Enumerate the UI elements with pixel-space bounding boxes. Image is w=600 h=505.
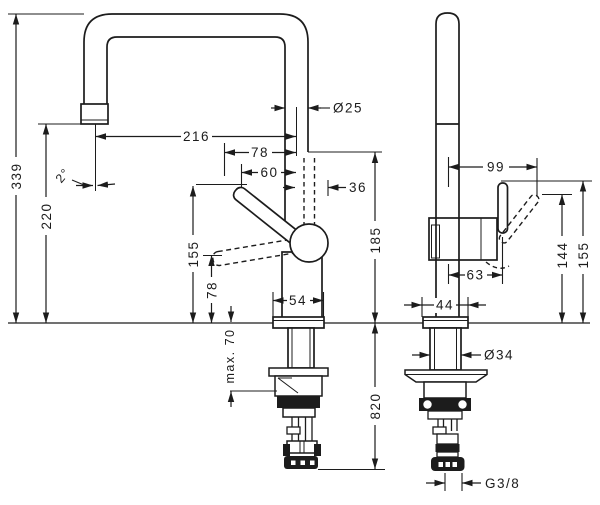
dim-body-offset: 36 xyxy=(283,180,367,196)
supply-hoses-side xyxy=(437,419,458,431)
connector-slot xyxy=(291,460,296,465)
nut-bolt-right xyxy=(458,400,467,409)
mounting-bracket-front xyxy=(282,407,316,418)
dim-label-handle-width: 60 xyxy=(260,165,278,180)
dim-hose-length: 820 xyxy=(318,323,385,471)
body-block-side xyxy=(428,217,498,261)
connector-slot xyxy=(438,462,443,467)
nut-bolt-left xyxy=(423,400,432,409)
front-view xyxy=(80,13,329,469)
faucet-body-front xyxy=(281,251,323,319)
dim-handle-reach-front: 78 xyxy=(223,143,296,176)
dim-handle-low-height: 78 xyxy=(203,254,222,323)
side-view xyxy=(404,12,540,471)
dim-max-mounting-thickness: max. 70 xyxy=(223,306,277,407)
dim-label-handle-reach-front: 78 xyxy=(251,145,269,160)
connector-tab-left xyxy=(283,444,290,456)
hose-clip-front xyxy=(286,426,301,435)
dim-label-body-offset: 36 xyxy=(349,180,367,195)
body-block-inner-detail xyxy=(431,224,440,259)
sprayhead-hidden-lines xyxy=(303,158,316,225)
dim-label-base-diameter: 54 xyxy=(289,293,307,308)
dim-label-handle-reach-side: 99 xyxy=(487,160,505,175)
connector-slot xyxy=(300,460,305,465)
escutcheon-front xyxy=(272,316,325,329)
mounting-nut-side xyxy=(419,398,471,411)
dim-label-handle-offset-side: 63 xyxy=(466,268,484,283)
hose-stack-side xyxy=(436,433,459,445)
dim-spout-diameter: Ø25 xyxy=(271,101,363,116)
dim-handle-tip-height: 144 xyxy=(542,193,572,323)
mounting-nut-front xyxy=(277,396,320,408)
spout-outlet xyxy=(80,103,109,125)
dim-base-diameter: 54 xyxy=(272,292,325,317)
dim-label-connection-thread: G3/8 xyxy=(485,476,520,491)
stabilizer-plate-side xyxy=(404,369,488,383)
hose-collar-side xyxy=(436,451,459,458)
dim-handle-offset-side: 63 xyxy=(447,237,504,284)
dim-label-shank-diameter: Ø34 xyxy=(484,348,514,363)
washer-front xyxy=(268,367,329,377)
shank-front-walls xyxy=(291,328,311,368)
handle-joint xyxy=(289,223,329,263)
dimensions-side: 99 63 44 Ø34 xyxy=(404,157,592,491)
dim-label-handle-top-height-side: 155 xyxy=(576,241,591,268)
dim-label-swivel-angle: 2° xyxy=(53,165,73,185)
dim-label-max-mounting-thickness: max. 70 xyxy=(223,329,237,384)
dim-swivel-angle: 2° xyxy=(53,165,116,189)
hose-band-side xyxy=(435,444,460,452)
connector-slot xyxy=(445,462,450,467)
connector-slot xyxy=(452,462,457,467)
dim-label-body-top-height: 185 xyxy=(368,226,383,253)
hose-connector-front xyxy=(286,440,318,454)
dim-label-handle-top-height-front: 155 xyxy=(186,240,201,267)
handle-post-side xyxy=(497,182,509,234)
dim-label-spout-reach: 216 xyxy=(183,129,210,144)
mounting-body-side xyxy=(423,381,467,399)
dim-outlet-height: 220 xyxy=(38,123,82,323)
connector-tab-right xyxy=(314,444,321,456)
dim-label-spout-diameter: Ø25 xyxy=(333,101,363,116)
mounting-bracket-side xyxy=(427,410,463,420)
dim-label-handle-low-height: 78 xyxy=(205,281,220,299)
swivel-arc xyxy=(485,261,510,269)
dim-body-top-height: 185 xyxy=(308,151,383,323)
shank-side xyxy=(429,327,462,371)
mounting-body-front xyxy=(274,375,323,397)
dim-label-hose-length: 820 xyxy=(368,392,383,419)
dim-handle-reach-side: 99 xyxy=(447,157,538,196)
pipe-side-outline xyxy=(435,12,460,318)
dim-handle-width: 60 xyxy=(240,164,296,187)
dim-overall-height: 339 xyxy=(8,13,84,323)
dim-label-overall-height: 339 xyxy=(9,162,24,189)
dim-label-handle-tip-height: 144 xyxy=(555,241,570,268)
hose-connector-split xyxy=(299,441,305,453)
dim-shank-diameter: Ø34 xyxy=(412,348,514,363)
shank-side-walls xyxy=(434,328,457,370)
dim-handle-top-height-side: 155 xyxy=(501,180,592,323)
spout-inner-outline xyxy=(106,36,286,225)
dim-handle-top-height-front: 155 xyxy=(186,183,247,323)
hose-clip-side xyxy=(432,426,447,435)
dim-label-base-width-side: 44 xyxy=(436,298,454,313)
dim-label-outlet-height: 220 xyxy=(39,202,54,229)
dim-connection-thread: G3/8 xyxy=(426,473,520,491)
spout-outer-outline xyxy=(83,13,309,152)
dimensions-front: 339 220 2° 216 78 xyxy=(8,13,385,471)
dim-base-width-side: 44 xyxy=(404,297,486,317)
connector-slot xyxy=(310,460,315,465)
escutcheon-side xyxy=(422,316,469,329)
dim-spout-reach: 216 xyxy=(95,129,296,144)
mounting-hook-detail xyxy=(277,377,299,394)
